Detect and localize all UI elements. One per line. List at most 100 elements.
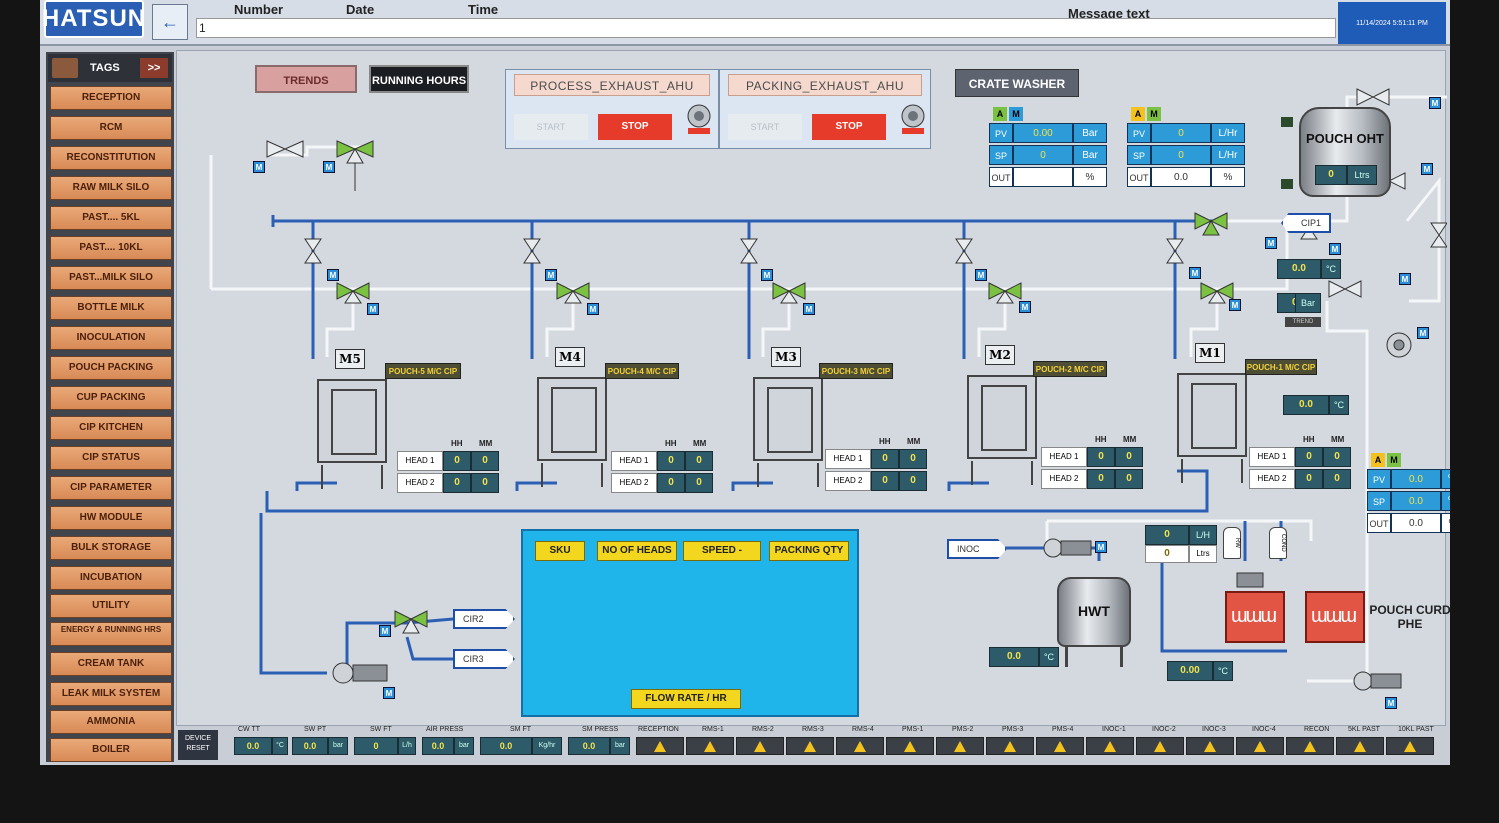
home-icon[interactable] [52,58,78,78]
sidebar-item-inoculation[interactable]: INOCULATION [50,326,172,350]
pms-1-warning-icon[interactable] [886,737,934,755]
pouch-4-cip-button[interactable]: POUCH-4 M/C CIP [605,363,679,379]
sidebar-item-reception[interactable]: RECEPTION [50,86,172,110]
head-1-label: HEAD 1 [825,449,871,469]
5kl-past-warning-icon[interactable] [1336,737,1384,755]
sp-value[interactable]: 0.0 [1391,491,1441,511]
rms-1-warning-icon[interactable] [686,737,734,755]
sidebar-item-cip-kitchen[interactable]: CIP KITCHEN [50,416,172,440]
manual-indicator[interactable]: M [1009,107,1023,121]
sidebar-item-utility[interactable]: UTILITY [50,594,172,618]
sidebar-item-past-10kl[interactable]: PAST.... 10KL [50,236,172,260]
sidebar-item-rcm[interactable]: RCM [50,116,172,140]
machine-label: M4 [555,347,585,367]
pouch-machine-m5[interactable]: M5 [313,349,391,499]
trends-button[interactable]: TRENDS [255,65,357,93]
head-2-row: HEAD 2 0 0 [397,473,501,493]
rms-2-warning-icon[interactable] [736,737,784,755]
more-button[interactable]: >> [140,58,168,78]
rms-3-warning-icon[interactable] [786,737,834,755]
sidebar-item-cip-parameter[interactable]: CIP PARAMETER [50,476,172,500]
inoc-4-warning-icon[interactable] [1236,737,1284,755]
pouch-3-cip-button[interactable]: POUCH-3 M/C CIP [819,363,893,379]
tags-label: TAGS [90,62,120,74]
manual-indicator[interactable]: M [1147,107,1161,121]
sp-row[interactable]: SP 0 Bar [989,145,1107,165]
sidebar-item-energy-running-hrs[interactable]: ENERGY & RUNNING HRS [50,622,172,646]
sidebar-item-past-milk-silo[interactable]: PAST...MILK SILO [50,266,172,290]
ahu-start-button[interactable]: START [514,114,588,140]
ahu-start-button[interactable]: START [728,114,802,140]
sidebar-item-boiler[interactable]: BOILER [50,738,172,762]
manual-indicator[interactable]: M [1387,453,1401,467]
sidebar-item-leak-milk-system[interactable]: LEAK MILK SYSTEM [50,682,172,706]
recon-warning-icon[interactable] [1286,737,1334,755]
sp-row[interactable]: SP 0.0 °C [1367,491,1450,511]
running-hours-button[interactable]: RUNNING HOURS [369,65,469,93]
device-reset-button[interactable]: DEVICE RESET [178,730,218,760]
pouch-machine-m3[interactable]: M3 [749,347,827,497]
sidebar-item-bottle-milk[interactable]: BOTTLE MILK [50,296,172,320]
rms-4-warning-icon[interactable] [836,737,884,755]
auto-indicator[interactable]: A [1371,453,1385,467]
sidebar-item-bulk-storage[interactable]: BULK STORAGE [50,536,172,560]
exhaust-fan-icon[interactable] [898,102,928,136]
head-2-mm-value: 0 [1115,469,1143,489]
sp-value[interactable]: 0 [1013,145,1073,165]
reception-warning-icon[interactable] [636,737,684,755]
no-of-heads-label[interactable]: NO OF HEADS [597,541,677,561]
inoc-tag[interactable]: INOC [947,539,1007,559]
pms-4-warning-icon[interactable] [1036,737,1084,755]
flow-rate-label[interactable]: FLOW RATE / HR [631,689,741,709]
sidebar-item-cup-packing[interactable]: CUP PACKING [50,386,172,410]
pouch-machine-m4[interactable]: M4 [533,347,611,497]
sidebar-item-incubation[interactable]: INCUBATION [50,566,172,590]
exhaust-fan-icon[interactable] [684,102,714,136]
inoc-2-warning-icon[interactable] [1136,737,1184,755]
sidebar-item-pouch-packing[interactable]: POUCH PACKING [50,356,172,380]
pouch-machine-m2[interactable]: M2 [963,345,1041,495]
sidebar-item-cream-tank[interactable]: CREAM TANK [50,652,172,676]
sidebar-item-raw-milk-silo[interactable]: RAW MILK SILO [50,176,172,200]
alarm-view-button[interactable]: ← [152,4,188,40]
piping-diagram [209,88,1447,691]
ahu-stop-button[interactable]: STOP [812,114,886,140]
10kl-past-warning-icon[interactable] [1386,737,1434,755]
sp-value[interactable]: 0 [1151,145,1211,165]
out-unit: % [1073,167,1107,187]
hwt-tank[interactable]: HWT [1057,577,1131,647]
heat-exchanger-2[interactable] [1305,591,1365,643]
cir2-tag[interactable]: CIR2 [453,609,515,629]
pms-3-warning-icon[interactable] [986,737,1034,755]
machine-label: M3 [771,347,801,367]
packing-qty-label[interactable]: PACKING QTY [769,541,849,561]
pouch-oht-tank[interactable]: POUCH OHT 0 Ltrs [1299,107,1391,197]
motor-badge: M [367,303,379,315]
sidebar-item-reconstitution[interactable]: RECONSTITUTION [50,146,172,170]
alarm-row[interactable]: 1 [196,18,1336,38]
pv-value: 0.00 [1013,123,1073,143]
inoc-3-warning-icon[interactable] [1186,737,1234,755]
sidebar-item-cip-status[interactable]: CIP STATUS [50,446,172,470]
pouch-1-cip-button[interactable]: POUCH-1 M/C CIP [1245,359,1317,375]
sidebar-item-ammonia[interactable]: AMMONIA [50,710,172,734]
crate-washer-button[interactable]: CRATE WASHER [955,69,1079,97]
auto-indicator[interactable]: A [1131,107,1145,121]
ahu-stop-button[interactable]: STOP [598,114,672,140]
sp-row[interactable]: SP 0 L/Hr [1127,145,1245,165]
sidebar-item-past-5kl[interactable]: PAST.... 5KL [50,206,172,230]
pouch-5-cip-button[interactable]: POUCH-5 M/C CIP [385,363,461,379]
pms-2-warning-icon[interactable] [936,737,984,755]
trend-button[interactable]: TREND [1285,317,1321,327]
sku-label[interactable]: SKU [535,541,585,561]
speed-label[interactable]: SPEED - [683,541,761,561]
sp-unit: °C [1441,491,1450,511]
pouch-machine-m1[interactable]: M1 [1173,343,1251,493]
inoc-1-warning-icon[interactable] [1086,737,1134,755]
machine-label: M1 [1195,343,1225,363]
auto-indicator[interactable]: A [993,107,1007,121]
heat-exchanger-1[interactable] [1225,591,1285,643]
sidebar-item-hw-module[interactable]: HW MODULE [50,506,172,530]
cir3-tag[interactable]: CIR3 [453,649,515,669]
pouch-2-cip-button[interactable]: POUCH-2 M/C CIP [1033,361,1107,377]
